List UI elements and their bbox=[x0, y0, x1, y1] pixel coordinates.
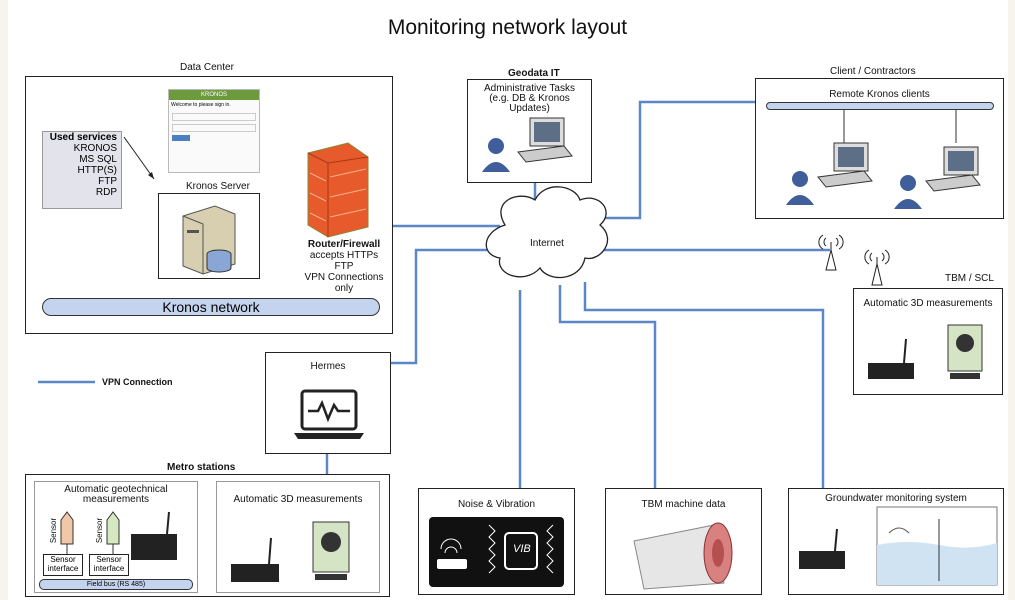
router-title: Router/Firewall bbox=[307, 239, 381, 250]
total-station-logger-icon bbox=[231, 521, 350, 582]
internet-cloud bbox=[485, 186, 609, 279]
login-password-field[interactable] bbox=[172, 124, 256, 132]
kronos-network-label: Kronos network bbox=[162, 299, 260, 315]
kronos-login-screenshot: KRONOS Welcome to please sign in. bbox=[168, 89, 260, 173]
sensor-label: Sensor bbox=[95, 517, 105, 544]
noise-vibration-label: Noise & Vibration bbox=[457, 499, 536, 510]
login-button[interactable] bbox=[172, 135, 190, 141]
router-firewall-text: Router/Firewall accepts HTTPs FTP VPN Co… bbox=[304, 239, 384, 294]
metro-stations-box: Automatic geotechnical measurements Sens… bbox=[25, 474, 390, 597]
service-item: HTTP(S) bbox=[77, 165, 117, 176]
service-item: MS SQL bbox=[79, 154, 117, 165]
tbm-machine-icon bbox=[633, 522, 733, 590]
data-center-box: KRONOS Welcome to please sign in. Used s… bbox=[25, 76, 393, 334]
vpn-line-groundwater bbox=[583, 282, 825, 488]
laptop-monitor-icon bbox=[294, 389, 364, 439]
login-username-field[interactable] bbox=[172, 113, 256, 121]
firewall-icon bbox=[307, 142, 369, 238]
vpn-line-tbm bbox=[558, 285, 657, 488]
router-line: VPN Connections bbox=[304, 272, 384, 283]
clients-label: Client / Contractors bbox=[830, 66, 916, 77]
service-item: RDP bbox=[95, 187, 117, 198]
antenna-icon bbox=[818, 234, 844, 271]
kronos-logo: KRONOS bbox=[169, 90, 259, 100]
vib-sensor-panel: VIB bbox=[429, 517, 564, 587]
services-arrow bbox=[123, 136, 155, 180]
remote-clients-label: Remote Kronos clients bbox=[829, 89, 930, 100]
sensor-interface-text: interface bbox=[93, 564, 125, 573]
kronos-server-box bbox=[158, 193, 260, 279]
used-services-box: Used services KRONOS MS SQL HTTP(S) FTP … bbox=[42, 131, 122, 209]
router-line: accepts HTTPs bbox=[309, 250, 379, 261]
vpn-line-hermes bbox=[390, 248, 492, 365]
hermes-box: Hermes bbox=[265, 352, 391, 454]
vib-text: VIB bbox=[513, 543, 531, 555]
geotech-label: Automatic geotechnical bbox=[64, 484, 168, 495]
field-bus-bar: Field bus (RS 485) bbox=[39, 579, 193, 590]
data-center-label: Data Center bbox=[180, 62, 234, 73]
geotech-box: Automatic geotechnical measurements Sens… bbox=[34, 481, 198, 593]
groundwater-label: Groundwater monitoring system bbox=[825, 493, 967, 504]
used-services-title: Used services bbox=[49, 132, 117, 143]
workstation-user-icon bbox=[482, 117, 573, 172]
login-welcome: Welcome to bbox=[171, 102, 198, 108]
geodata-text: (e.g. DB & Kronos bbox=[489, 93, 570, 104]
login-signin: please sign in. bbox=[198, 102, 231, 108]
metro-stations-label: Metro stations bbox=[167, 462, 236, 473]
remote-client-icons bbox=[786, 109, 981, 209]
vpn-legend-label: VPN Connection bbox=[102, 377, 173, 387]
geodata-box: Administrative Tasks (e.g. DB & Kronos U… bbox=[467, 79, 592, 183]
metro-3d-label: Automatic 3D measurements bbox=[233, 494, 363, 505]
antenna-icon-2 bbox=[864, 249, 890, 286]
diagram-title: Monitoring network layout bbox=[387, 16, 628, 39]
vpn-line-clients bbox=[590, 100, 755, 220]
tbm-scl-3d-label: Automatic 3D measurements bbox=[863, 298, 993, 309]
remote-clients-bar bbox=[766, 102, 994, 110]
kronos-network-bar: Kronos network bbox=[42, 298, 380, 316]
service-item: FTP bbox=[98, 176, 117, 187]
router-line: FTP bbox=[334, 261, 354, 272]
service-item: KRONOS bbox=[73, 143, 117, 154]
sensor-interface-box: Sensor interface bbox=[89, 554, 129, 576]
metro-3d-box: Automatic 3D measurements bbox=[216, 481, 380, 593]
clients-box: Remote Kronos clients bbox=[755, 78, 1004, 219]
sensor-icons bbox=[60, 511, 177, 560]
hermes-label: Hermes bbox=[310, 361, 346, 372]
geotech-label: measurements bbox=[82, 494, 150, 505]
sensor-interface-box: Sensor interface bbox=[43, 554, 83, 576]
geodata-text: Administrative Tasks bbox=[484, 83, 575, 94]
tbm-scl-box: Automatic 3D measurements bbox=[853, 288, 1003, 395]
sensor-label: Sensor bbox=[49, 517, 59, 544]
tbm-machine-box: TBM machine data bbox=[605, 488, 762, 595]
kronos-server-label: Kronos Server bbox=[186, 181, 250, 192]
vib-sensor-icon bbox=[437, 524, 554, 574]
tbm-machine-label: TBM machine data bbox=[641, 499, 726, 510]
geodata-label: Geodata IT bbox=[508, 68, 560, 79]
total-station-logger-icon bbox=[868, 324, 983, 379]
router-line: only bbox=[334, 283, 354, 294]
sensor-interface-text: Sensor bbox=[50, 555, 76, 564]
geodata-text: Updates) bbox=[509, 103, 550, 114]
groundwater-illustration bbox=[799, 506, 998, 586]
sensor-interface-text: Sensor bbox=[96, 555, 122, 564]
sensor-interface-text: interface bbox=[47, 564, 79, 573]
internet-label: Internet bbox=[530, 238, 564, 249]
groundwater-box: Groundwater monitoring system bbox=[788, 488, 1004, 595]
server-icon bbox=[182, 205, 236, 275]
tbm-scl-label: TBM / SCL bbox=[945, 273, 994, 284]
noise-vibration-box: Noise & Vibration VIB bbox=[418, 488, 575, 595]
